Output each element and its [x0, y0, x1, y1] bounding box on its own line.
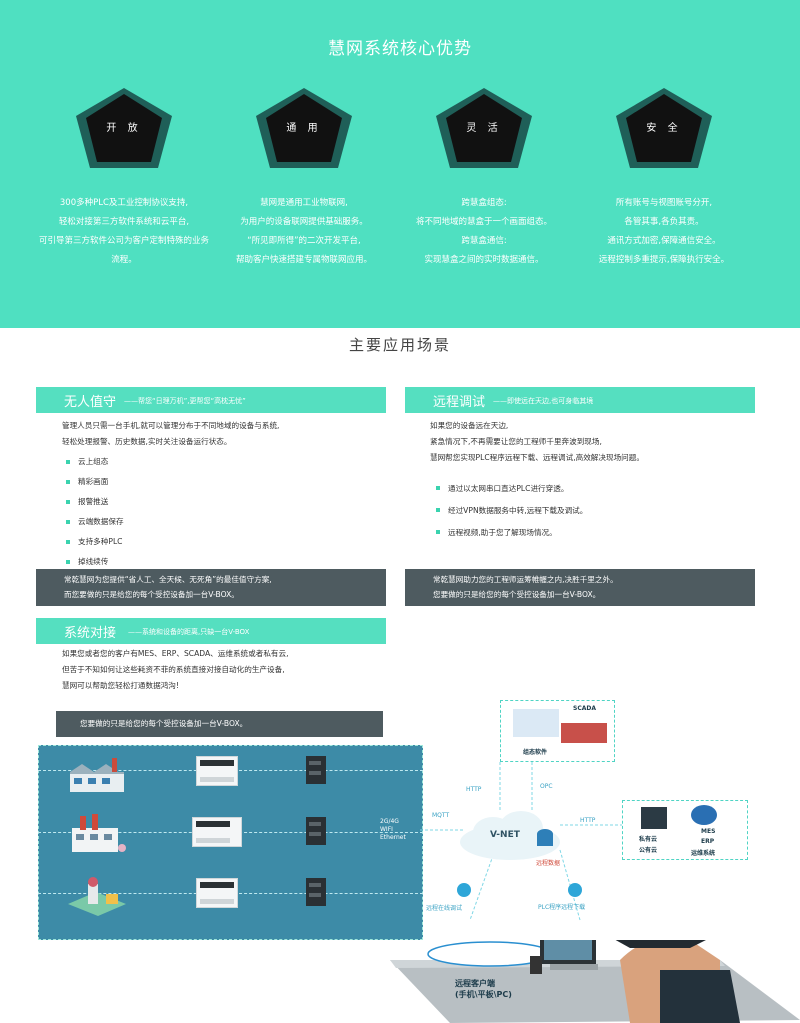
pentagon-icon [76, 88, 172, 168]
advantage-desc: 300多种PLC及工业控制协议支持,轻松对接第三方软件系统和云平台, 可引导第三… [38, 198, 209, 265]
factory-icon [70, 758, 124, 792]
scenario-docking-header: 系统对接 ——系统和设备的距离,只缺一台V-BOX [36, 618, 386, 644]
scada-label: SCADA [573, 705, 596, 712]
systems-panel: 私有云 公有云 MES ERP 运维系统 [622, 800, 748, 860]
plc-device [196, 878, 238, 908]
link-label: 2G/4G WIFI Ethernet [380, 818, 406, 841]
http-label: HTTP [466, 786, 482, 793]
application-scenarios-title: 主要应用场景 [348, 336, 451, 354]
scenario-remote-header: 远程调试 ——即使远在天边,也可身临其境 [405, 387, 755, 413]
public-cloud-label: 公有云 [639, 847, 658, 854]
scenario-footer: 常乾慧网助力您的工程师运筹帷幄之内,决胜千里之外。您要做的只是给您的每个受控设备… [405, 569, 755, 606]
list-item: 掉线续传 [64, 552, 124, 572]
software-thumb [513, 709, 559, 737]
core-advantages-band: 慧网系统核心优势 开 放 300多种PLC及工业控制协议支持,轻松对接第三方软件… [0, 0, 800, 328]
download-icon [568, 883, 582, 897]
advantage-label: 通 用 [286, 123, 322, 134]
vnet-cloud-icon [460, 811, 560, 860]
pentagon-icon [616, 88, 712, 168]
mes-label: MES [701, 828, 716, 835]
software-thumb [561, 723, 607, 743]
vbox-device [306, 878, 326, 906]
scada-panel: SCADA 组态软件 [500, 700, 615, 762]
list-item: 通过以太网串口直达PLC进行穿透。 [434, 478, 587, 500]
network-icon [691, 805, 717, 825]
list-item: 云上组态 [64, 452, 124, 472]
scenario-unattended-header: 无人值守 ——帮您“日理万机”,更帮您“高枕无忧” [36, 387, 386, 413]
client-label: 远程客户端(手机\平板\PC) [455, 979, 512, 999]
advantage-label: 开 放 [106, 123, 142, 134]
scenario-subtitle: ——系统和设备的距离,只缺一台V-BOX [128, 628, 250, 636]
advantage-general: 通 用 慧网是通用工业物联网,为用户的设备联网提供基础服务。 “所见即所得”的二… [204, 86, 404, 316]
scenario-subtitle: ——帮您“日理万机”,更帮您“高枕无忧” [124, 397, 246, 405]
remote-debug-label: 远程在线调试 [426, 905, 463, 912]
plc-device [192, 817, 242, 847]
plant-icon [72, 814, 126, 852]
plc-device [196, 756, 238, 786]
scenario-footer: 您要做的只是给您的每个受控设备加一台V-BOX。 [56, 711, 383, 737]
pentagon-icon [256, 88, 352, 168]
vbox-device [306, 817, 326, 845]
advantage-flexible: 灵 活 跨慧盒组态:将不同地域的慧盒于一个画面组态。 跨慧盒通信:实现慧盒之间的… [384, 86, 584, 316]
scenario-intro: 如果您的设备远在天边,紧急情况下,不再需要让您的工程师千里奔波到现场, 慧网帮您… [430, 421, 644, 462]
advantage-label: 灵 活 [466, 123, 502, 134]
scenario-subtitle: ——即使远在天边,也可身临其境 [493, 397, 594, 405]
list-item: 支持多种PLC [64, 532, 124, 552]
list-item: 精彩画面 [64, 472, 124, 492]
advantage-desc: 跨慧盒组态:将不同地域的慧盒于一个画面组态。 跨慧盒通信:实现慧盒之间的实时数据… [415, 198, 552, 265]
private-cloud-label: 私有云 [639, 836, 658, 843]
http-label: HTTP [580, 817, 596, 824]
scenario-footer: 常乾慧网为您提供“省人工、全天候、无死角”的最佳值守方案,而您要做的只是给您的每… [36, 569, 386, 606]
mqtt-label: MQTT [432, 812, 450, 819]
plc-download-label: PLC程序远程下载 [538, 904, 586, 911]
remote-client-scene [390, 940, 800, 1023]
list-item: 报警推送 [64, 492, 124, 512]
advantage-secure: 安 全 所有账号与视图账号分开,各管其事,各负其责。 通讯方式加密,保障通信安全… [564, 86, 764, 316]
advantage-open: 开 放 300多种PLC及工业控制协议支持,轻松对接第三方软件系统和云平台, 可… [24, 86, 224, 316]
scenario-intro: 如果您或者您的客户有MES、ERP、SCADA、运维系统或者私有云,但苦于不知如… [62, 649, 289, 690]
advantage-desc: 慧网是通用工业物联网,为用户的设备联网提供基础服务。 “所见即所得”的二次开发平… [235, 198, 372, 265]
scenario-title: 无人值守 [64, 395, 117, 410]
opc-label: OPC [540, 783, 553, 790]
erp-label: ERP [701, 838, 715, 845]
core-advantages-title: 慧网系统核心优势 [328, 39, 472, 59]
scenario-title: 系统对接 [64, 626, 117, 641]
list-item: 远程视频,助于您了解现场情况。 [434, 522, 587, 544]
config-software-label: 组态软件 [523, 749, 548, 756]
list-item: 经过VPN数据服务中转,远程下载及调试。 [434, 500, 587, 522]
facility-icon [68, 877, 126, 916]
remote-data-label: 远程数据 [536, 860, 561, 867]
vbox-device [306, 756, 326, 784]
scenario-intro: 管理人员只需一台手机,就可以管理分布于不同地域的设备与系统,轻松处理报警、历史数… [62, 421, 280, 446]
vnet-label: V-NET [490, 830, 520, 840]
pentagon-icon [436, 88, 532, 168]
advantage-desc: 所有账号与视图账号分开,各管其事,各负其责。 通讯方式加密,保障通信安全。远程控… [598, 198, 730, 265]
feature-list: 通过以太网串口直达PLC进行穿透。 经过VPN数据服务中转,远程下载及调试。 远… [434, 478, 587, 544]
server-icon [641, 807, 667, 829]
feature-list: 云上组态 精彩画面 报警推送 云端数据保存 支持多种PLC 掉线续传 [64, 452, 124, 572]
advantage-label: 安 全 [646, 123, 682, 134]
scenario-title: 远程调试 [433, 395, 486, 410]
wrench-icon [457, 883, 471, 897]
list-item: 云端数据保存 [64, 512, 124, 532]
ops-label: 运维系统 [691, 850, 716, 857]
